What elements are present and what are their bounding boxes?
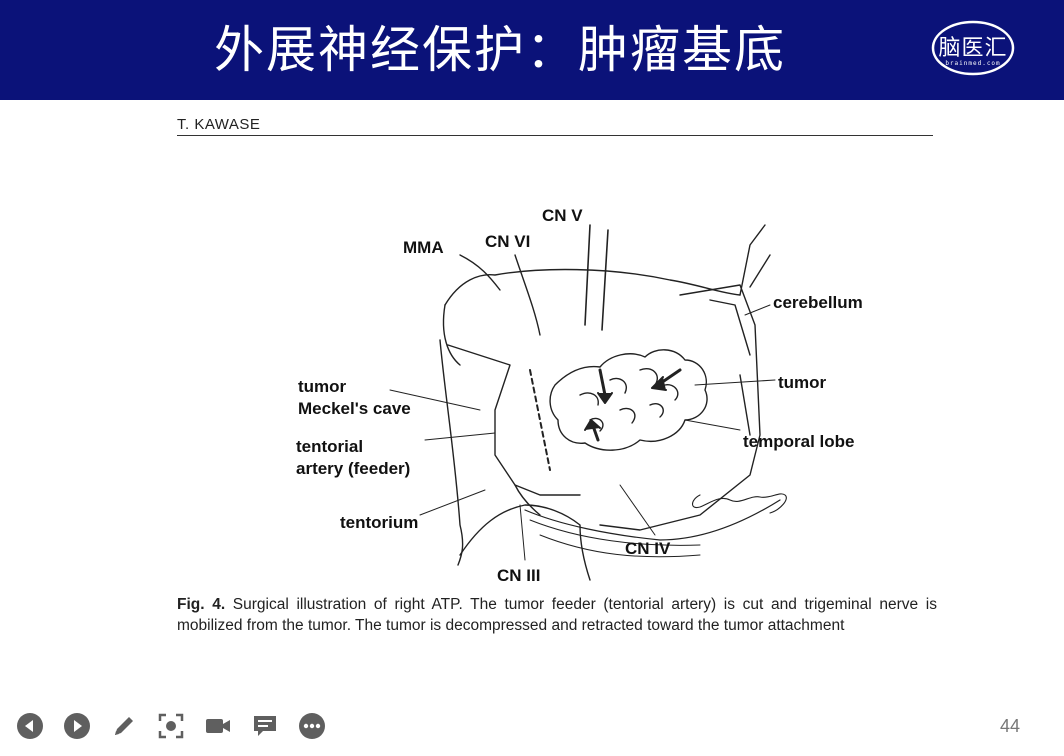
label-cerebellum: cerebellum	[773, 293, 863, 312]
paper-author-header: T. KAWASE	[177, 116, 261, 133]
label-mma: MMA	[403, 238, 444, 257]
video-camera-icon	[206, 719, 230, 733]
comment-icon	[254, 716, 276, 736]
title-bar: 外展神经保护：肿瘤基底 脑医汇 brainmed.com	[0, 0, 1064, 100]
video-button[interactable]	[204, 712, 232, 740]
page-number: 44	[999, 716, 1020, 736]
surgical-illustration-drawing: CN V MMA CN VI cerebellum tumor Meckel's…	[296, 206, 863, 585]
more-button[interactable]	[298, 712, 326, 740]
previous-button[interactable]	[16, 712, 44, 740]
next-icon	[64, 713, 90, 739]
label-tumor-meckel-line1: tumor	[298, 377, 347, 396]
surgical-illustration: CN V MMA CN VI cerebellum tumor Meckel's…	[280, 195, 920, 595]
label-tentorial-line1: tentorial	[296, 437, 363, 456]
label-cn-vi: CN VI	[485, 232, 530, 251]
label-tentorial-line2: artery (feeder)	[296, 459, 410, 478]
slide-title: 外展神经保护：肿瘤基底	[214, 21, 786, 79]
more-icon	[299, 713, 325, 739]
figure-caption: Fig. 4. Surgical illustration of right A…	[177, 594, 937, 636]
presentation-toolbar	[16, 710, 326, 742]
logo-subtext: brainmed.com	[945, 60, 1001, 67]
label-tumor-meckel-line2: Meckel's cave	[298, 399, 411, 418]
logo-outline-icon	[931, 20, 1015, 76]
label-temporal-lobe: temporal lobe	[743, 432, 854, 451]
focus-button[interactable]	[157, 712, 185, 740]
figure-caption-text: Surgical illustration of right ATP. The …	[177, 596, 937, 634]
logo-text: 脑医汇	[938, 36, 1008, 61]
label-tentorium: tentorium	[340, 513, 418, 532]
header-rule	[177, 135, 933, 136]
label-cn-v: CN V	[542, 206, 583, 225]
pen-icon	[115, 717, 133, 735]
next-button[interactable]	[63, 712, 91, 740]
focus-icon	[158, 713, 184, 739]
comment-button[interactable]	[251, 712, 279, 740]
label-cn-iii: CN III	[497, 566, 540, 585]
figure-number: Fig. 4.	[177, 596, 226, 613]
previous-icon	[17, 713, 43, 739]
logo: 脑医汇 brainmed.com	[930, 18, 1016, 78]
label-cn-iv: CN IV	[625, 539, 671, 558]
pen-button[interactable]	[110, 712, 138, 740]
label-tumor-right: tumor	[778, 373, 827, 392]
